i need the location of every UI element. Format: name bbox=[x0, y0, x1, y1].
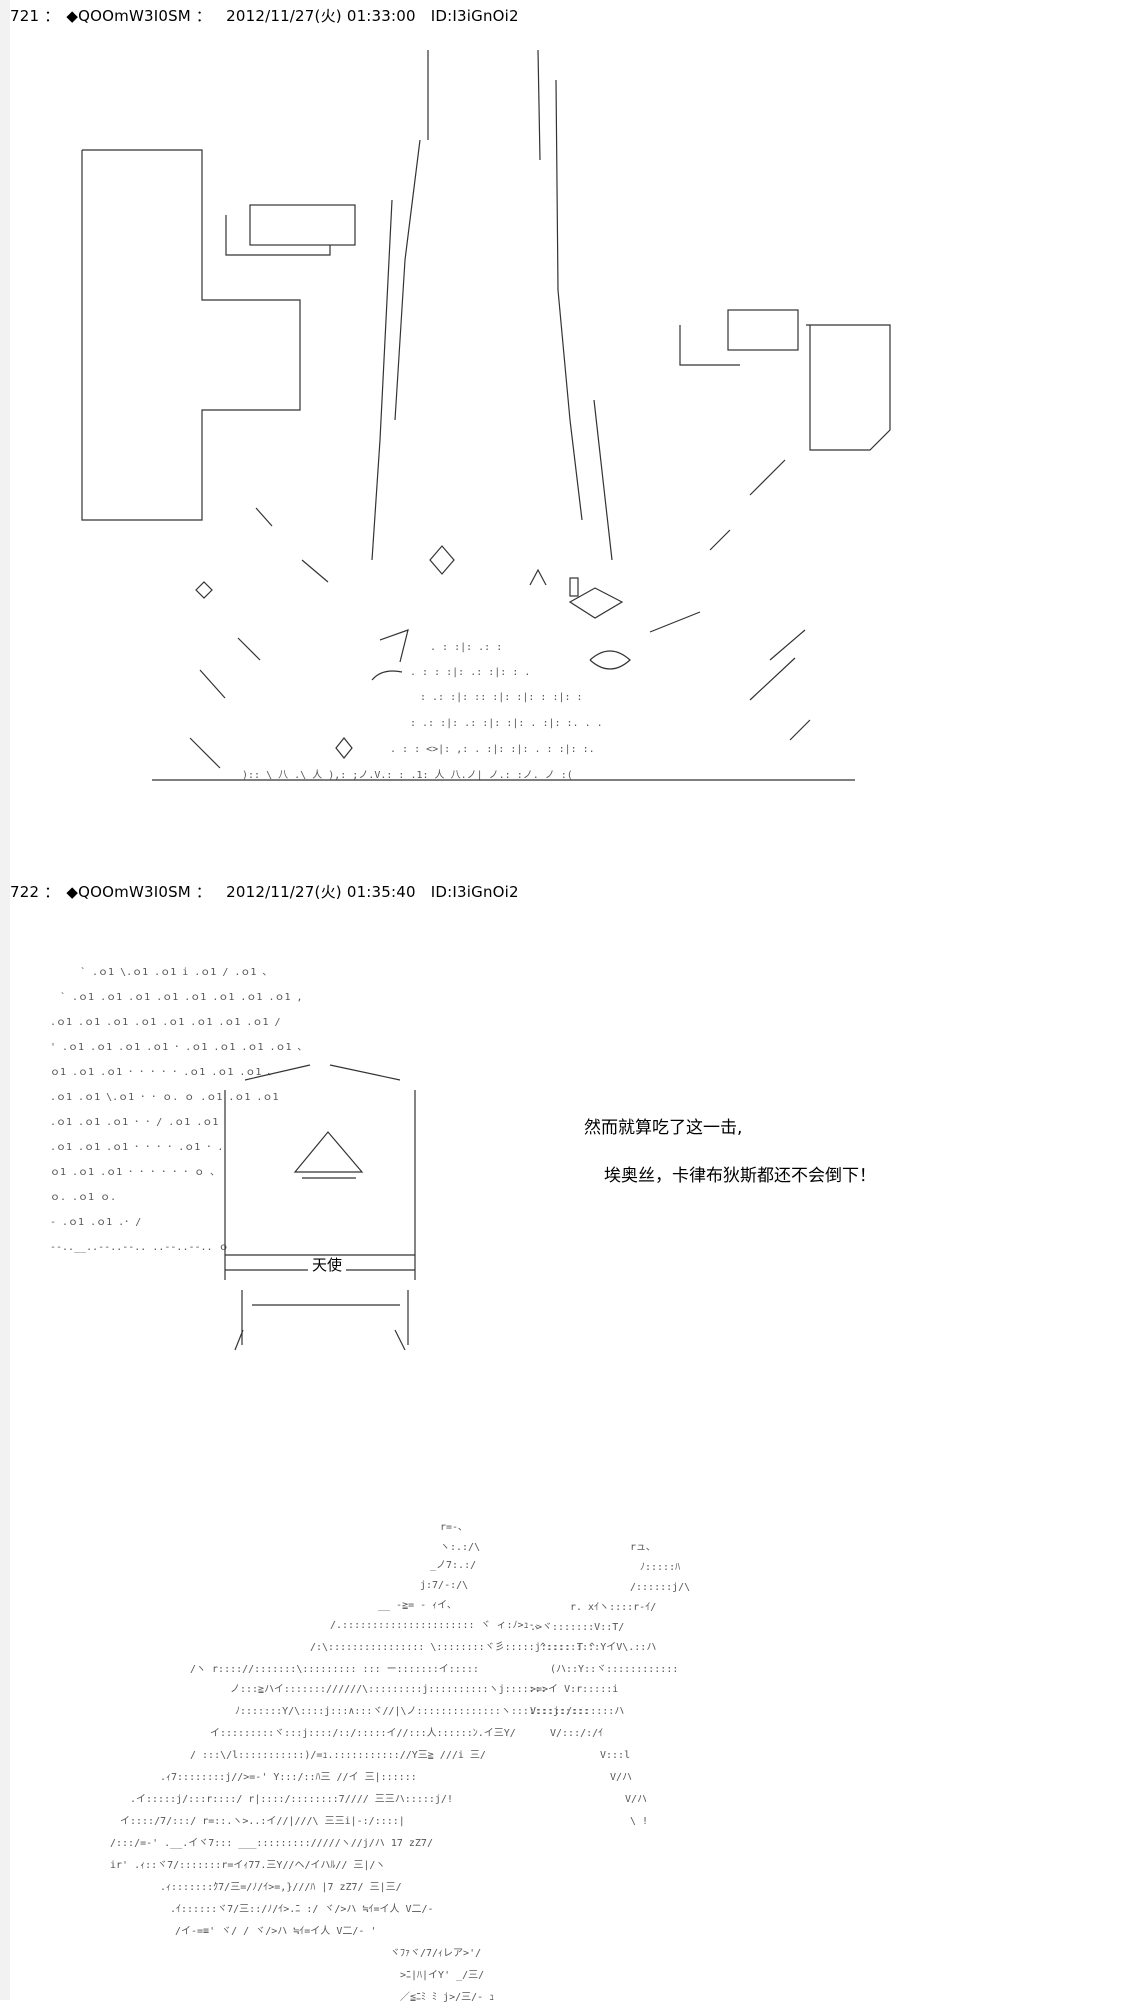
ascii-art-explosion: . : :|: .: : . : : :|: .: :|: : . : .: :… bbox=[81, 49, 891, 781]
svg-text:` .ｏ1 \.ｏ1 .ｏ1 i .ｏ1 / .ｏ1 ､: ` .ｏ1 \.ｏ1 .ｏ1 i .ｏ1 / .ｏ1 ､ bbox=[80, 966, 267, 978]
svg-text:.ｲ::::::ヾ7/三::/ﾉ/ｲ>.ﾆ :/ ヾ/>ハ: .ｲ::::::ヾ7/三::/ﾉ/ｲ>.ﾆ :/ ヾ/>ハ ≒ｲ=イ人 V二/- bbox=[170, 1903, 434, 1915]
svg-text:ｏ1 .ｏ1 .ｏ1 ･ ･ ･ ･ ･ ･ ｏ ､: ｏ1 .ｏ1 .ｏ1 ･ ･ ･ ･ ･ ･ ｏ ､ bbox=[50, 1167, 215, 1178]
svg-text:.ｨ7::::::::j//>=-' Y:::/::ﾊ三 /: .ｨ7::::::::j//>=-' Y:::/::ﾊ三 //イ 三|:::::… bbox=[160, 1772, 417, 1783]
svg-text:V:::l: V:::l bbox=[600, 1750, 630, 1761]
post-header-721: 721 ： ◆QOOmW3I0SM ： 2012/11/27(火) 01:33:… bbox=[10, 6, 519, 26]
svg-text:--..__..--..--.. ..--..--.. ｏ: --..__..--..--.. ..--..--.. ｏ bbox=[50, 1242, 229, 1253]
svg-text:__ -≧= - ｨイ､: __ -≧= - ｨイ､ bbox=[378, 1600, 452, 1611]
svg-text:\ !: \ ! bbox=[630, 1816, 648, 1827]
post-number: 721 bbox=[10, 7, 40, 25]
svg-text:ｏ1 .ｏ1 .ｏ1 ･ ･ ･ ･ ･ .ｏ1 .ｏ1 .: ｏ1 .ｏ1 .ｏ1 ･ ･ ･ ･ ･ .ｏ1 .ｏ1 .ｏ1 ､ bbox=[50, 1067, 272, 1078]
page-gutter bbox=[0, 0, 10, 2000]
svg-text:.ｏ1 .ｏ1 .ｏ1 ･ ･ ･ ･ .ｏ1 ･ .: .ｏ1 .ｏ1 .ｏ1 ･ ･ ･ ･ .ｏ1 ･ . bbox=[50, 1142, 223, 1153]
svg-text:／≦ﾆﾐ ﾐ j>/三/- ｭ: ／≦ﾆﾐ ﾐ j>/三/- ｭ bbox=[400, 1991, 494, 2003]
post-id: ID:I3iGnOi2 bbox=[430, 7, 519, 25]
narration-line-2: 埃奥丝，卡律布狄斯都还不会倒下！ bbox=[604, 1166, 876, 1186]
svg-text:_ノ7:.:/: _ノ7:.:/ bbox=[430, 1560, 476, 1571]
poster-name: ◆QOOmW3I0SM bbox=[66, 883, 191, 901]
svg-text:ﾉ:::::::Y/\::::j:::∧:::ヾ//|\ノ:: ﾉ:::::::Y/\::::j:::∧:::ヾ//|\ノ:::::::::::… bbox=[235, 1706, 589, 1717]
svg-text:/::::::j/\: /::::::j/\ bbox=[630, 1582, 690, 1593]
svg-text:^:::::::::YイV\.::ハ: ^:::::::::YイV\.::ハ bbox=[540, 1642, 656, 1653]
ascii-art-figure: r=-､ ヽ:.:/\ _ノ7:.:/ j:7/-:/\ __ -≧= - ｨイ… bbox=[110, 1522, 690, 2003]
svg-text:ノ:::≧ハイ::::::://////\:::::::::: ノ:::≧ハイ::::::://////\:::::::::j:::::::::… bbox=[230, 1684, 547, 1695]
post-separator: ： bbox=[44, 883, 60, 901]
svg-text:):: \ 八 .\ 人 ),: ;ノ.V.: : .1:: ):: \ 八 .\ 人 ),: ;ノ.V.: : .1: 人 八.ノ| ノ.:… bbox=[242, 769, 573, 781]
svg-text:r. xｲヽ::::r-ｲ/: r. xｲヽ::::r-ｲ/ bbox=[570, 1602, 656, 1613]
post-header-722: 722 ： ◆QOOmW3I0SM ： 2012/11/27(火) 01:35:… bbox=[10, 882, 519, 902]
svg-text:ir' .ｨ::ヾ7/:::::::r=イｨ77.三Y//ヘ: ir' .ｨ::ヾ7/:::::::r=イｨ77.三Y//ヘ/イハﾙ// 三|/… bbox=[110, 1860, 385, 1871]
svg-text:V/ハ: V/ハ bbox=[625, 1794, 647, 1805]
poster-name: ◆QOOmW3I0SM bbox=[66, 7, 191, 25]
svg-text:.ｏ1 .ｏ1 .ｏ1 .ｏ1 .ｏ1 .ｏ1 .ｏ1 .ｏ: .ｏ1 .ｏ1 .ｏ1 .ｏ1 .ｏ1 .ｏ1 .ｏ1 .ｏ1 / bbox=[50, 1017, 281, 1028]
svg-text:.ｨ:::::::ｸ7/三=/ﾉ/ｲ>=,}///ﾊ |7: .ｨ:::::::ｸ7/三=/ﾉ/ｲ>=,}///ﾊ |7 zZ7/ 三|三/ bbox=[160, 1881, 402, 1893]
post-id: ID:I3iGnOi2 bbox=[430, 883, 519, 901]
svg-text:. : : <>|: ,: . :|: :|: . : :|: . : : <>|: ,: . :|: :|: . : :|: :. bbox=[390, 744, 595, 755]
svg-text:r=-､: r=-､ bbox=[440, 1522, 463, 1533]
svg-text:ﾉ:::::ﾊ: ﾉ:::::ﾊ bbox=[640, 1562, 680, 1573]
svg-text:ヽ:.:/\: ヽ:.:/\ bbox=[440, 1542, 480, 1553]
svg-text:イ:::::::::ヾ:::j::::/::/:::::イ/: イ:::::::::ヾ:::j::::/::/:::::イ//:::人:::::… bbox=[210, 1727, 516, 1739]
svg-text:. : :|: .: :: . : :|: .: : bbox=[430, 642, 502, 653]
post-date: 2012/11/27(火) 01:33:00 bbox=[226, 7, 416, 25]
svg-text:- .ｏ1 .ｏ1 .･ /: - .ｏ1 .ｏ1 .･ / bbox=[50, 1217, 141, 1228]
post-date: 2012/11/27(火) 01:35:40 bbox=[226, 883, 416, 901]
svg-text:/ :::\/l:::::::::::)/=ｭ.::::::: / :::\/l:::::::::::)/=ｭ.::::::::::://Y三≧… bbox=[190, 1750, 486, 1761]
svg-text:>ﾆ|ﾊ|イY' _/三/: >ﾆ|ﾊ|イY' _/三/ bbox=[400, 1970, 484, 1981]
svg-text:: .: :|: .: :|: :|: . :|: :. .: : .: :|: .: :|: :|: . :|: :. . . bbox=[410, 718, 603, 729]
svg-text:` .ｏ1 .ｏ1 .ｏ1 .ｏ1 .ｏ1 .ｏ1 .ｏ1: ` .ｏ1 .ｏ1 .ｏ1 .ｏ1 .ｏ1 .ｏ1 .ｏ1 .ｏ1 , bbox=[60, 991, 303, 1003]
svg-text:.ｏ1 .ｏ1 .ｏ1 ･ ･ / .ｏ1 .ｏ1: .ｏ1 .ｏ1 .ｏ1 ･ ･ / .ｏ1 .ｏ1 bbox=[50, 1117, 218, 1128]
narration-line-1: 然而就算吃了这一击, bbox=[584, 1118, 743, 1138]
svg-text:(ハ::Y::ヾ::::::::::::: (ハ::Y::ヾ:::::::::::: bbox=[550, 1664, 678, 1675]
svg-text:.イ:::::j/:::r::::/ r|::::/::::: .イ:::::j/:::r::::/ r|::::/::::::::7//// … bbox=[130, 1794, 453, 1805]
svg-text:: .: :|: :: :|: :|: : :|: :: : .: :|: :: :|: :|: : :|: : bbox=[420, 692, 583, 703]
svg-text:V/ハ: V/ハ bbox=[610, 1772, 632, 1783]
post-separator: ： bbox=[195, 883, 212, 901]
svg-text:rュ､: rュ､ bbox=[630, 1542, 651, 1553]
svg-text:>=>イ V:r:::::i: >=>イ V:r:::::i bbox=[530, 1684, 618, 1695]
svg-text:.>ヾ:::::::V::T/: .>ヾ:::::::V::T/ bbox=[530, 1622, 624, 1633]
angel-sign-label: 天使 bbox=[308, 1256, 347, 1274]
svg-text:/:::/=-' .__.イヾ7::: ___:::::::: /:::/=-' .__.イヾ7::: ___::::::::://///ヽ//… bbox=[110, 1838, 433, 1849]
svg-text:ヾﾌｧヾ/7/ｨレア>'/: ヾﾌｧヾ/7/ｨレア>'/ bbox=[390, 1948, 481, 1959]
svg-text:.ｏ1 .ｏ1 \.ｏ1 ･ ･ ｏ. ｏ .ｏ1 .ｏ1: .ｏ1 .ｏ1 \.ｏ1 ･ ･ ｏ. ｏ .ｏ1 .ｏ1 .ｏ1 bbox=[50, 1092, 278, 1103]
svg-text:ｏ. .ｏ1 ｏ.: ｏ. .ｏ1 ｏ. bbox=[50, 1192, 116, 1203]
svg-text:/ヽ r:::://:::::::\::::::::: ::: /ヽ r:::://:::::::\::::::::: ::: ー:::::::… bbox=[190, 1664, 479, 1675]
ascii-art-angel-sign: ` .ｏ1 \.ｏ1 .ｏ1 i .ｏ1 / .ｏ1 ､ ` .ｏ1 .ｏ1 .… bbox=[50, 966, 416, 1351]
svg-text:/:\:::::::::::::::: \::::::::ヾ: /:\:::::::::::::::: \::::::::ヾ彡:::::j:::… bbox=[310, 1642, 595, 1653]
svg-text:/イ-=≡' ヾ/ / ヾ/>ハ ≒ｲ=イ人 V二/- ': /イ-=≡' ヾ/ / ヾ/>ハ ≒ｲ=イ人 V二/- ' bbox=[175, 1925, 376, 1937]
svg-text:/.:::::::::::::::::::::: ヾ ィ:ﾉ: /.:::::::::::::::::::::: ヾ ィ:ﾉ>ｭ-､ bbox=[330, 1620, 540, 1631]
svg-text:V:::::/:::::::ハ: V:::::/:::::::ハ bbox=[530, 1706, 624, 1717]
post-separator: ： bbox=[44, 7, 60, 25]
post-number: 722 bbox=[10, 883, 40, 901]
svg-text:j:7/-:/\: j:7/-:/\ bbox=[420, 1580, 468, 1591]
svg-text:. : : :|: .: :|: : .: . : : :|: .: :|: : . bbox=[410, 667, 530, 678]
svg-text:' .ｏ1 .ｏ1 .ｏ1 .ｏ1 ･ .ｏ1 .ｏ1 .ｏ: ' .ｏ1 .ｏ1 .ｏ1 .ｏ1 ･ .ｏ1 .ｏ1 .ｏ1 .ｏ1 ､ bbox=[50, 1042, 303, 1053]
svg-text:V/:::/:/ｲ: V/:::/:/ｲ bbox=[550, 1728, 603, 1739]
svg-text:イ::::/7/:::/ r=::.ヽ>..:イ//|///: イ::::/7/:::/ r=::.ヽ>..:イ//|///\ 三三i|-:/:… bbox=[120, 1816, 405, 1827]
post-separator: ： bbox=[195, 7, 212, 25]
